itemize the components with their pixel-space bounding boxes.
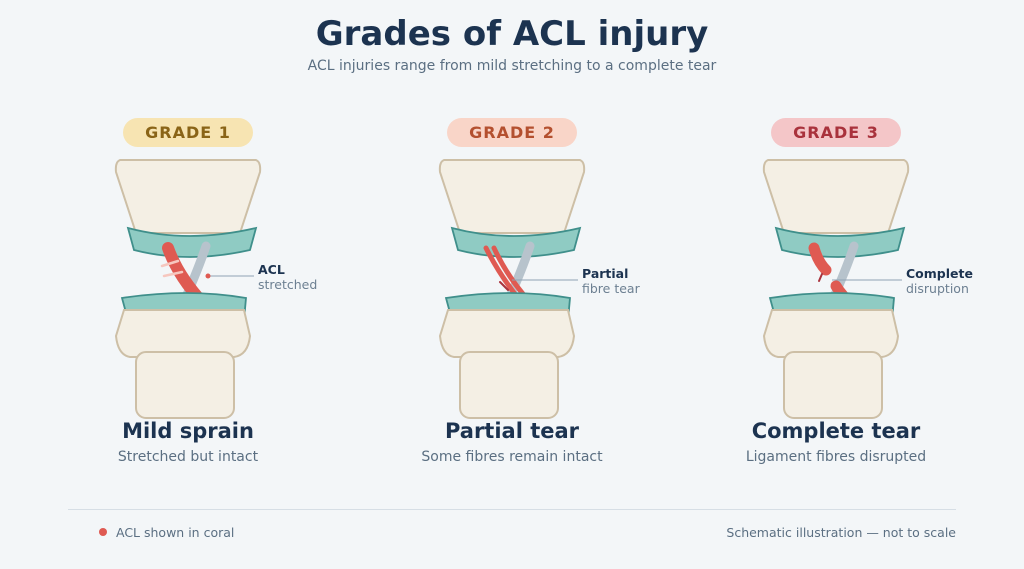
grade-2-callout-sub: fibre tear xyxy=(582,281,640,296)
footnote: Schematic illustration — not to scale xyxy=(726,525,956,540)
grade-2-name: Partial tear xyxy=(444,419,580,443)
legend-label: ACL shown in coral xyxy=(116,525,235,540)
femur-bone xyxy=(438,159,586,234)
callout-pointer xyxy=(205,273,254,279)
grade-1-callout-sub: stretched xyxy=(258,277,318,292)
acl-legend-dot-icon xyxy=(99,528,107,536)
femur-bone xyxy=(114,159,262,234)
grade-1-description: Stretched but intact xyxy=(117,449,259,465)
grade-3-knee-illustration xyxy=(762,159,910,419)
grade-1-badge: GRADE 1 xyxy=(123,118,253,147)
femur-bone xyxy=(762,159,910,234)
grade-3-panel: GRADE 3 Complete disruption Complete tea… xyxy=(686,0,986,480)
grade-3-badge: GRADE 3 xyxy=(771,118,901,147)
grade-2-callout-title: Partial xyxy=(582,266,629,281)
grade-3-callout-sub: disruption xyxy=(906,281,969,296)
tibia-bone xyxy=(438,309,576,419)
grade-2-panel: GRADE 2 Partial fibre tear Partial tear … xyxy=(362,0,662,480)
grade-3-description: Ligament fibres disrupted xyxy=(745,449,927,465)
footer-divider xyxy=(68,509,956,510)
upper-meniscus xyxy=(450,226,582,258)
grade-1-name: Mild sprain xyxy=(122,419,254,443)
tibia-bone xyxy=(114,309,252,419)
grade-1-panel: GRADE 1 ACL stretched Mild sprain Stret xyxy=(38,0,338,480)
upper-meniscus xyxy=(774,226,906,258)
page-title: Grades of ACL injury xyxy=(315,14,709,54)
grade-2-badge: GRADE 2 xyxy=(447,118,577,147)
grade-2-description: Some fibres remain intact xyxy=(421,449,603,465)
grade-3-name: Complete tear xyxy=(751,419,921,443)
page-subtitle: ACL injuries range from mild stretching … xyxy=(307,58,717,74)
tibia-bone xyxy=(762,309,900,419)
grade-3-callout-title: Complete xyxy=(906,266,973,281)
upper-meniscus xyxy=(126,226,258,258)
grade-1-knee-illustration xyxy=(114,159,262,419)
grade-2-knee-illustration xyxy=(438,159,586,419)
grade-1-callout-title: ACL xyxy=(258,262,285,277)
